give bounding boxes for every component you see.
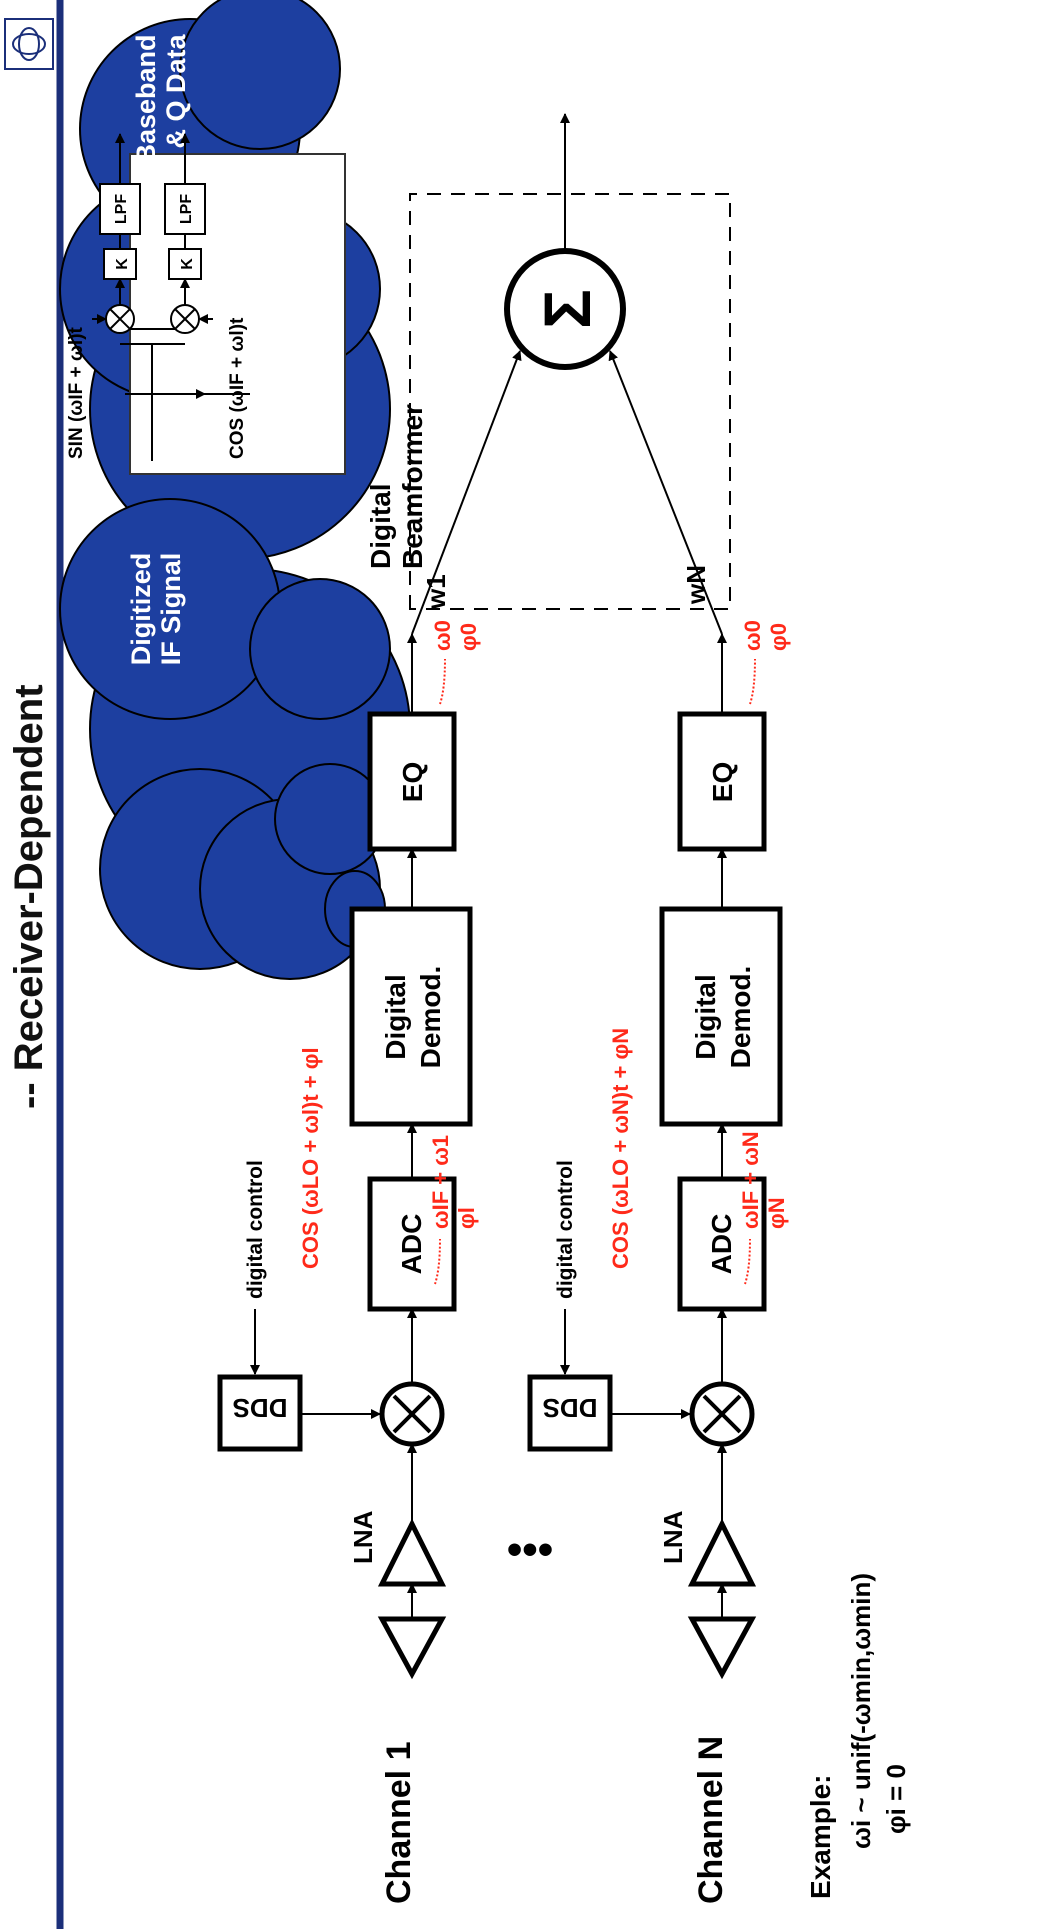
demod-1-line1: Digital — [380, 974, 411, 1060]
eq-annotation-n-top: ω0 — [740, 620, 765, 651]
eq-n-label: EQ — [707, 762, 738, 802]
i-branch — [92, 133, 141, 334]
lpf-label-q: LPF — [178, 194, 195, 224]
digital-control-1: digital control — [244, 1160, 267, 1299]
demod-n-line2: Demod. — [725, 966, 756, 1069]
if-annotation-1-top: ωIF + ω1 — [428, 1135, 453, 1229]
lna-1-label: LNA — [348, 1510, 378, 1564]
demod-1-line2: Demod. — [415, 966, 446, 1069]
k-label-i: K — [114, 258, 131, 270]
lna-n-icon — [687, 1518, 757, 1587]
if-annotation-n-top: ωIF + ωN — [738, 1131, 763, 1229]
lpf-label-i: LPF — [113, 194, 130, 224]
cloud-output-line2: I & Q Data — [161, 34, 191, 164]
weight-1: w1 — [421, 574, 451, 610]
channel-1-label: Channel 1 — [380, 1742, 418, 1904]
eq-annotation-1-bottom: φ0 — [456, 623, 481, 651]
channel-ellipsis: ••• — [507, 1525, 553, 1574]
cos-label: COS (ωIF + ωl)t — [227, 317, 248, 459]
example-label: Example: — [805, 1775, 836, 1900]
digital-control-n: digital control — [554, 1160, 577, 1299]
adc-1-label: ADC — [396, 1214, 427, 1275]
antenna-1-icon — [377, 1616, 447, 1680]
weight-n: wN — [681, 565, 711, 605]
if-annotation-1-bottom: φl — [454, 1207, 479, 1229]
channel-n-label: Channel N — [692, 1736, 730, 1904]
lo-signal-n: COS (ωLO + ωN)t + φN — [608, 1028, 633, 1269]
eq-annotation-n-bottom: φ0 — [766, 623, 791, 651]
q-branch — [164, 133, 213, 334]
dds-1-label: DDS — [233, 1393, 288, 1423]
eq-1-label: EQ — [397, 762, 428, 802]
example-note: Example: ωi ~ unif(-ωmin,ωmin) φi = 0 — [805, 1573, 911, 1899]
k-label-q: K — [179, 258, 196, 270]
dds-n-label: DDS — [543, 1393, 598, 1423]
cloud-input-line1: Digitized — [126, 553, 156, 666]
page-title: -- Receiver-Dependent — [7, 684, 51, 1109]
thought-cloud — [59, 0, 411, 1009]
demod-1-block — [349, 906, 473, 1127]
summer-label: Σ — [530, 289, 604, 329]
cloud-input-line2: IF Signal — [156, 553, 186, 666]
beamformer-box — [409, 193, 731, 610]
example-line2: φi = 0 — [881, 1764, 911, 1834]
adc-n-label: ADC — [706, 1214, 737, 1275]
sin-label: SIN (ωIF + ωl)t — [66, 326, 87, 459]
demod-n-block — [659, 906, 783, 1127]
example-line1: ωi ~ unif(-ωmin,ωmin) — [846, 1573, 876, 1849]
if-annotation-n-bottom: φN — [764, 1197, 789, 1229]
beamformer-line1: Digital — [365, 483, 396, 569]
demod-n-line1: Digital — [690, 974, 721, 1060]
cloud-output-line1: Baseband — [131, 34, 161, 163]
lna-1-icon — [377, 1518, 447, 1587]
channel-1-row: Channel 1 LNA DDS digital control COS (ω… — [217, 350, 522, 1904]
lna-n-label: LNA — [658, 1510, 688, 1564]
antenna-n-icon — [687, 1616, 757, 1680]
channel-n-row: Channel N LNA DDS digital control COS (ω… — [527, 350, 791, 1904]
beamformer-line2: Beamformer — [397, 404, 428, 569]
eq-annotation-1-top: ω0 — [430, 620, 455, 651]
logo-icon — [4, 18, 54, 70]
lo-signal-1: COS (ωLO + ωl)t + φl — [298, 1047, 323, 1269]
